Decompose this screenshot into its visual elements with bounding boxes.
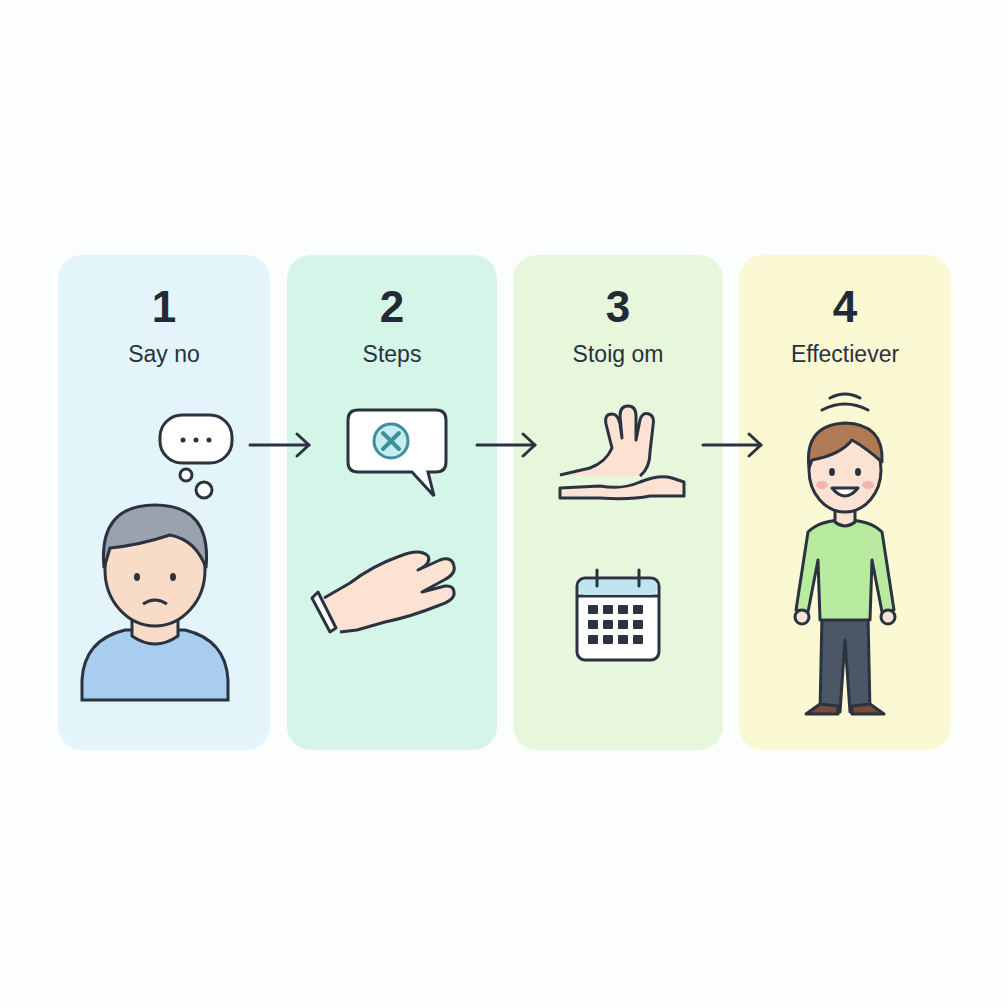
step-number: 3 (513, 285, 723, 329)
sad-person (82, 505, 228, 700)
step-label: Stoig om (517, 341, 719, 367)
speech-bubble (160, 415, 232, 498)
flow-arrow (703, 434, 761, 456)
stop-hands (560, 406, 684, 499)
step-number: 1 (58, 285, 270, 329)
open-hand (312, 552, 454, 632)
step-label: Say no (62, 341, 266, 367)
step-label: Steps (291, 341, 493, 367)
step-number: 2 (287, 285, 497, 329)
step-panel: 1Say no (58, 255, 270, 750)
step-number: 4 (739, 285, 951, 329)
calendar-icon (577, 570, 659, 660)
flow-arrow (477, 434, 535, 456)
step-label: Effectiever (743, 341, 947, 367)
happy-person (795, 394, 895, 714)
step-panel: 3Stoig om (513, 255, 723, 750)
no-bubble (348, 410, 446, 496)
step-panel: 4Effectiever (739, 255, 951, 750)
step-panel: 2Steps (287, 255, 497, 750)
flow-arrow (250, 434, 309, 456)
